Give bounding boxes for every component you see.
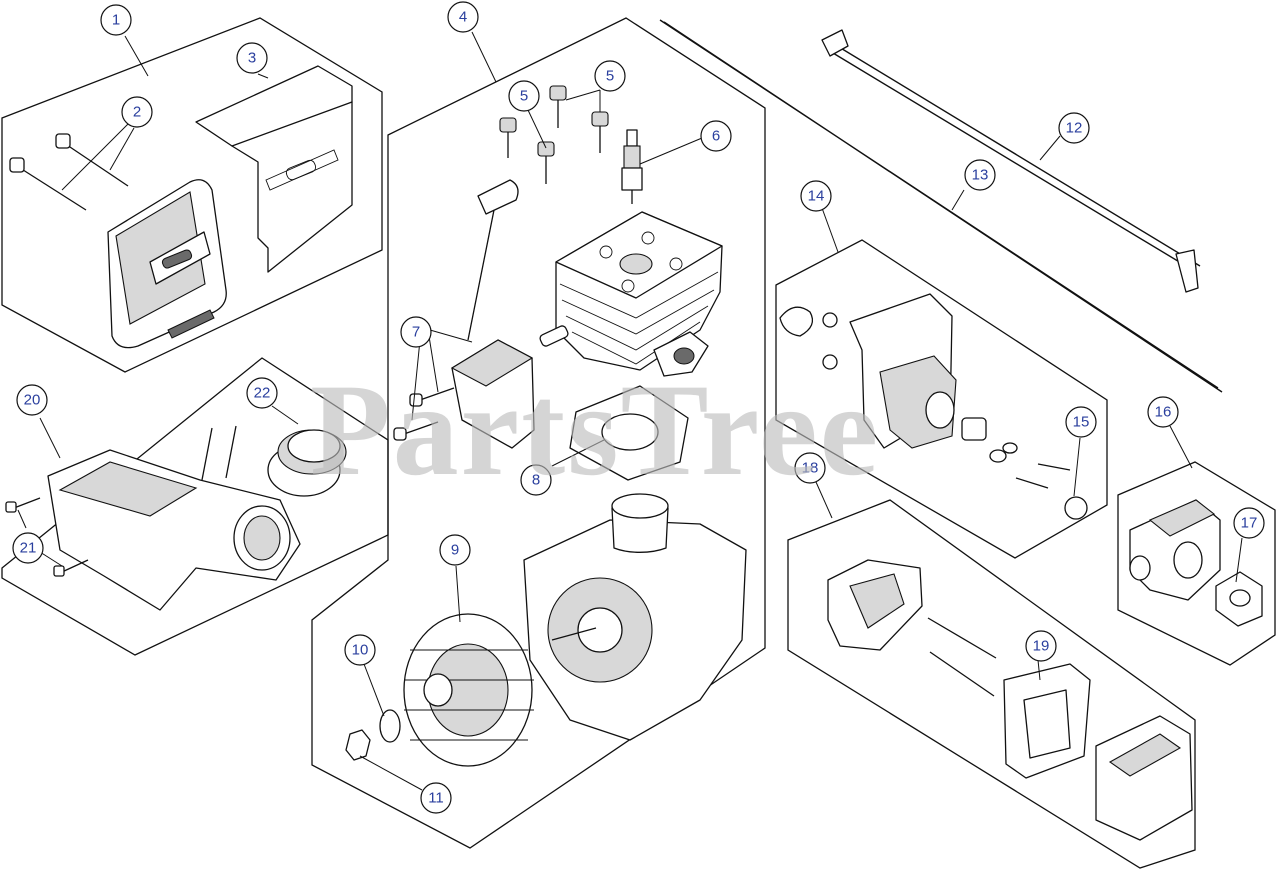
- callout-2: 2: [121, 96, 153, 128]
- svg-text:8: 8: [532, 472, 540, 489]
- fuel-tank-panel: [1, 357, 389, 656]
- svg-text:14: 14: [808, 188, 825, 205]
- fuel-cap: [267, 429, 347, 497]
- svg-text:22: 22: [254, 385, 271, 402]
- ignition-coil: [393, 179, 535, 449]
- callout-17: 17: [1233, 507, 1265, 539]
- callout-19: 19: [1025, 630, 1057, 662]
- throttle-cables: [659, 19, 1223, 393]
- cylinder-screws: [499, 85, 609, 184]
- carburetor-panel: [1117, 461, 1276, 666]
- callout-16: 16: [1147, 396, 1179, 428]
- air-filter-panel: [787, 499, 1196, 869]
- callout-14: 14: [800, 180, 832, 212]
- leader-lines: [17, 31, 1243, 791]
- svg-text:13: 13: [972, 167, 989, 184]
- callout-8: 8: [520, 464, 552, 496]
- intake-panel: [775, 239, 1108, 559]
- callout-1: 1: [100, 4, 132, 36]
- callout-3: 3: [236, 42, 268, 74]
- heat-shield: [195, 65, 353, 273]
- svg-text:20: 20: [24, 392, 41, 409]
- callout-6: 6: [700, 120, 732, 152]
- engine-panel: [311, 17, 766, 849]
- crankcase: [523, 493, 747, 741]
- svg-text:4: 4: [459, 9, 467, 26]
- callout-9: 9: [439, 534, 471, 566]
- callout-10: 10: [344, 634, 376, 666]
- muffler: [107, 179, 227, 349]
- callout-11: 11: [420, 782, 452, 814]
- flywheel-washer: [379, 709, 401, 743]
- callout-13: 13: [964, 159, 996, 191]
- svg-text:7: 7: [412, 324, 420, 341]
- callout-7: 7: [400, 316, 432, 348]
- callout-15: 15: [1065, 406, 1097, 438]
- svg-text:6: 6: [712, 128, 720, 145]
- svg-text:1: 1: [112, 12, 120, 29]
- tank-screws: [5, 497, 89, 577]
- svg-text:11: 11: [428, 790, 444, 807]
- cylinder: [539, 211, 723, 377]
- o-ring: [1064, 496, 1088, 520]
- callout-22: 22: [246, 377, 278, 409]
- callout-20: 20: [16, 384, 48, 416]
- air-filter-element: [1003, 663, 1091, 779]
- flywheel-nut: [345, 729, 371, 761]
- svg-text:19: 19: [1033, 638, 1050, 655]
- muffler-bolts: [9, 133, 129, 211]
- svg-text:12: 12: [1066, 120, 1083, 137]
- muffler-panel: [1, 17, 383, 373]
- svg-text:5: 5: [606, 68, 614, 85]
- spark-plug: [621, 129, 643, 204]
- fuel-tank: [47, 425, 301, 611]
- cylinder-gasket: [569, 385, 689, 481]
- svg-text:15: 15: [1073, 414, 1090, 431]
- flywheel: [403, 613, 534, 767]
- svg-text:3: 3: [248, 50, 256, 67]
- svg-text:9: 9: [451, 542, 459, 559]
- callout-5a: 5: [508, 80, 540, 112]
- callout-12: 12: [1058, 112, 1090, 144]
- svg-text:21: 21: [20, 540, 37, 557]
- svg-text:17: 17: [1241, 515, 1258, 532]
- callout-18: 18: [794, 452, 826, 484]
- callout-4: 4: [447, 1, 479, 33]
- intake-bolts: [989, 442, 1071, 489]
- callout-5b: 5: [594, 60, 626, 92]
- air-filter-cover: [1095, 715, 1193, 841]
- svg-text:16: 16: [1155, 404, 1172, 421]
- svg-text:5: 5: [520, 88, 528, 105]
- svg-text:18: 18: [802, 460, 819, 477]
- svg-text:2: 2: [133, 104, 141, 121]
- callout-21: 21: [12, 532, 44, 564]
- svg-text:10: 10: [352, 642, 369, 659]
